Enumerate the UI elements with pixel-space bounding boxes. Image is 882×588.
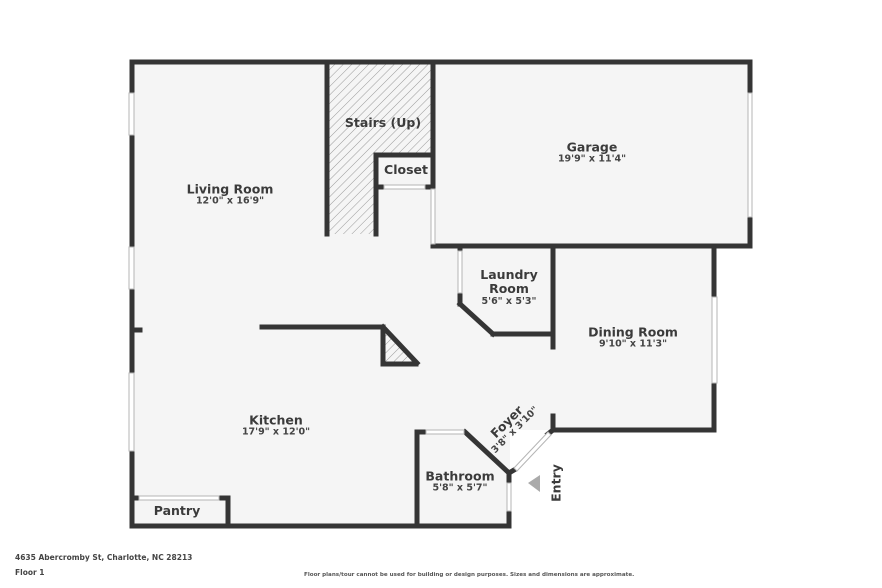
room-dimensions: 9'10" x 11'3" xyxy=(598,338,668,350)
room-dining-room: Dining Room 9'10" x 11'3" xyxy=(588,324,678,350)
room-closet: Closet xyxy=(384,161,428,177)
room-name: Bathroom xyxy=(425,468,495,484)
room-bathroom: Bathroom 5'8" x 5'7" xyxy=(425,468,495,494)
room-laundry: Laundry Room 5'6" x 5'3" xyxy=(480,267,538,308)
room-garage: Garage 19'9" x 11'4" xyxy=(557,139,627,165)
room-name-line2: Room xyxy=(489,281,529,297)
closet-floor xyxy=(378,158,430,186)
floor-label: Floor 1 xyxy=(15,568,45,577)
room-living-room: Living Room 12'0" x 16'9" xyxy=(186,181,274,207)
room-name: Living Room xyxy=(186,181,274,197)
walls xyxy=(129,59,753,529)
room-dimensions: 12'0" x 16'9" xyxy=(195,195,265,207)
room-name: Garage xyxy=(566,139,618,155)
room-dimensions: 5'6" x 5'3" xyxy=(481,295,537,307)
room-dimensions: 17'9" x 12'0" xyxy=(241,426,311,438)
windows xyxy=(128,92,753,512)
stairs-hatch xyxy=(328,64,432,234)
room-name: Closet xyxy=(384,161,428,177)
property-address: 4635 Abercromby St, Charlotte, NC 28213 xyxy=(15,553,193,562)
room-pantry: Pantry xyxy=(153,502,201,518)
disclaimer: Floor plans/tour cannot be used for buil… xyxy=(304,572,635,578)
room-name-line1: Laundry xyxy=(480,267,538,283)
room-name: Stairs (Up) xyxy=(344,114,422,130)
room-name: Kitchen xyxy=(249,412,303,428)
room-stairs: Stairs (Up) xyxy=(344,114,422,130)
room-name: Dining Room xyxy=(588,324,678,340)
entry-label: Entry xyxy=(548,464,564,502)
room-dimensions: 5'8" x 5'7" xyxy=(432,482,488,494)
room-kitchen: Kitchen 17'9" x 12'0" xyxy=(241,412,311,438)
entry-arrow-icon xyxy=(528,475,540,492)
floor-areas xyxy=(132,62,752,526)
room-dimensions: 19'9" x 11'4" xyxy=(557,153,627,165)
room-name: Pantry xyxy=(153,502,201,518)
